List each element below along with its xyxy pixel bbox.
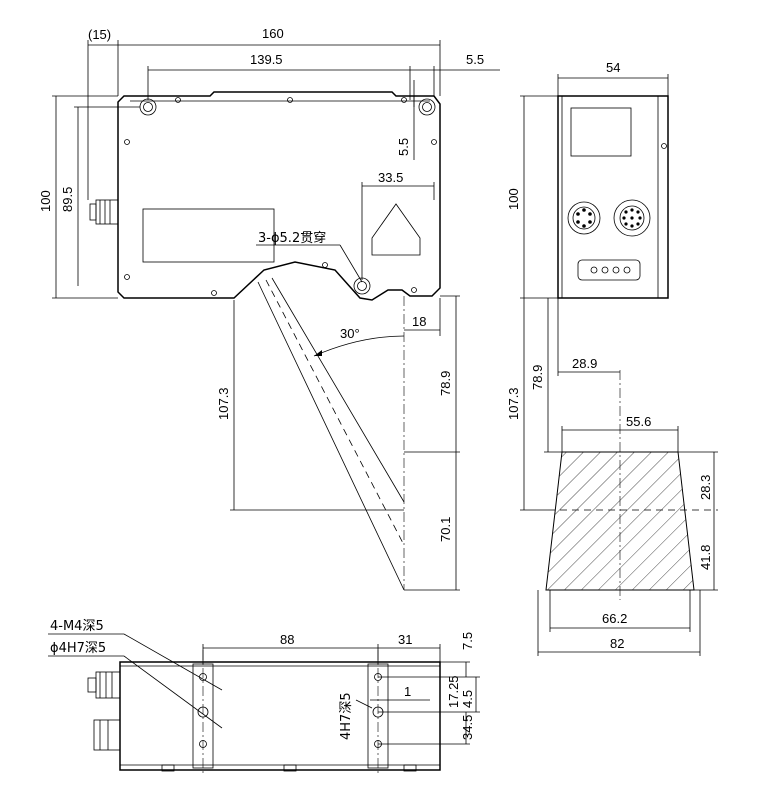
dim-offset-18: 18	[412, 314, 426, 329]
front-label-window	[142, 208, 275, 263]
note-tapped-holes: 4-M4深5	[50, 619, 104, 634]
side-view: 54 100 107.3 78.9 28.9 55.6 28.3 41.8 66…	[506, 60, 718, 656]
dim-hole-span-139-5: 139.5	[250, 52, 283, 67]
front-dimension-lines	[52, 40, 500, 591]
front-view: (15) 160 139.5 5.5 100 89.5 5.5 33.5 3-ϕ…	[38, 26, 500, 591]
side-connector-large	[613, 199, 651, 237]
bottom-tapped-holes	[199, 673, 382, 748]
dim-gap-1: 1	[404, 684, 411, 699]
bottom-connector-upper	[87, 671, 121, 699]
side-housing-outline	[557, 95, 669, 299]
dim-depth-34-5: 34.5	[460, 715, 475, 740]
dim-angle-30: 30°	[340, 326, 360, 341]
hole-note-label: 3-ϕ5.2贯穿	[258, 230, 326, 246]
beam-left-edge	[257, 281, 405, 591]
dim-height-100: 100	[38, 190, 53, 212]
dim-edge-5-5-vertical: 5.5	[396, 138, 411, 156]
front-screw-marks	[124, 97, 437, 296]
beam-center-line	[265, 279, 405, 546]
dim-offset-15: (15)	[88, 27, 111, 42]
beam-right-edge	[271, 277, 405, 503]
bottom-view: 4-M4深5 ϕ4H7深5 4H7深5 88 31 7.5 17.25 4.5 …	[48, 619, 480, 775]
dim-side-height-100: 100	[506, 188, 521, 210]
front-side-connector	[89, 199, 119, 225]
dim-edge-7-5: 7.5	[460, 632, 475, 650]
bottom-housing-outline	[119, 661, 441, 771]
dim-offset-28-9: 28.9	[572, 356, 597, 371]
dim-side-near-78-9: 78.9	[530, 365, 545, 390]
front-mounting-hole-bottom	[353, 277, 371, 295]
dim-hole-height-89-5: 89.5	[60, 187, 75, 212]
angle-arc	[313, 335, 405, 357]
dim-width-160: 160	[262, 26, 284, 41]
side-display-window	[570, 107, 632, 157]
note-pin-hole: ϕ4H7深5	[50, 641, 106, 656]
dim-span-88: 88	[280, 632, 294, 647]
dim-side-width-54: 54	[606, 60, 620, 75]
dim-side-range-107-3: 107.3	[506, 387, 521, 420]
front-triangle-window	[371, 203, 421, 256]
bottom-feet	[161, 764, 417, 772]
dim-range-107-3: 107.3	[216, 387, 231, 420]
dim-edge-5-5-right: 5.5	[466, 52, 484, 67]
dim-span-31: 31	[398, 632, 412, 647]
dim-range-70-1: 70.1	[438, 517, 453, 542]
side-indicator-leds	[577, 259, 641, 281]
dim-offset-4-5: 4.5	[460, 690, 475, 708]
dim-width-66-2: 66.2	[602, 611, 627, 626]
angle-arrow	[314, 350, 322, 356]
front-housing-outline	[117, 91, 441, 301]
bottom-dimension-lines	[48, 633, 480, 745]
dim-top-width-55-6: 55.6	[626, 414, 651, 429]
side-screw	[661, 143, 667, 149]
dim-depth-28-3: 28.3	[698, 475, 713, 500]
dim-bottom-width-82: 82	[610, 636, 624, 651]
front-mounting-hole-top-right	[418, 98, 436, 116]
dim-window-33-5: 33.5	[378, 170, 403, 185]
side-connector-small	[567, 201, 601, 235]
dim-depth-41-8: 41.8	[698, 545, 713, 570]
note-pin-hole-vertical: 4H7深5	[339, 692, 354, 740]
bottom-pin-holes	[197, 706, 384, 718]
side-dimension-lines	[520, 74, 718, 656]
bottom-right-rail	[367, 663, 389, 769]
dim-offset-17-25: 17.25	[446, 675, 461, 708]
dim-near-78-9: 78.9	[438, 371, 453, 396]
bottom-connector-lower	[93, 719, 121, 751]
